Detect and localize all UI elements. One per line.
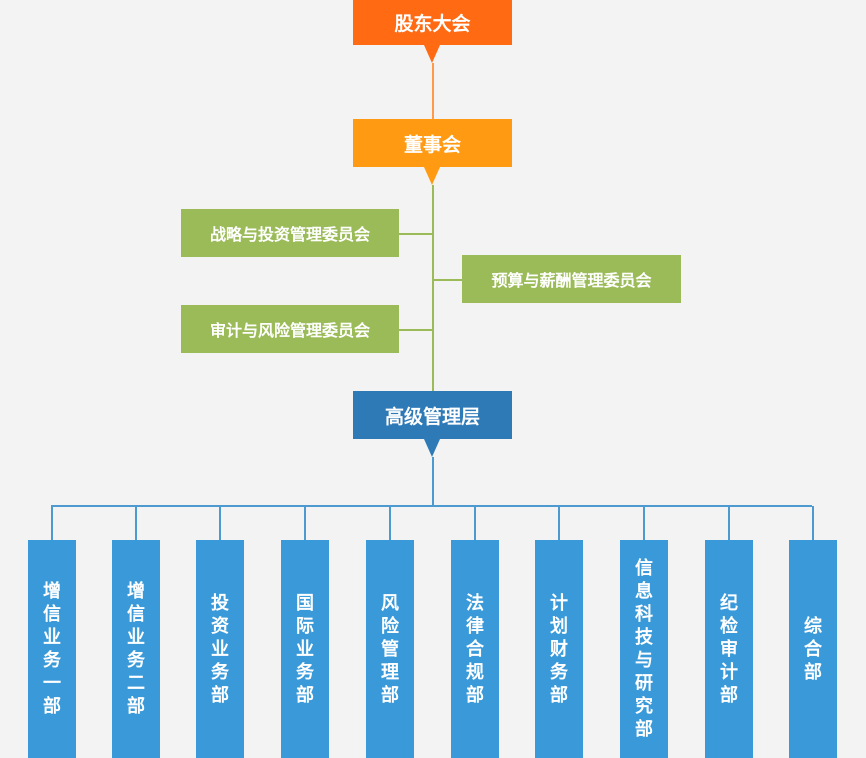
budget-committee-label: 预算与薪酬管理委员会 xyxy=(491,271,652,290)
department-bus-line xyxy=(51,505,812,507)
department-box: 增信业务二部 xyxy=(112,540,160,758)
department-connector xyxy=(558,506,560,540)
arrow-shareholders xyxy=(424,45,440,63)
department-box: 计划财务部 xyxy=(535,540,583,758)
senior-management-label: 高级管理层 xyxy=(384,405,480,428)
department-box: 投资业务部 xyxy=(196,540,244,758)
arrow-board xyxy=(424,167,440,185)
department-box: 法律合规部 xyxy=(451,540,499,758)
arrow-senior-management xyxy=(424,439,440,457)
department-box: 风险管理部 xyxy=(366,540,414,758)
department-box: 增信业务一部 xyxy=(28,540,76,758)
shareholders-meeting-box: 股东大会 xyxy=(353,0,512,45)
connector-strategy xyxy=(399,233,433,235)
department-label: 国际业务部 xyxy=(296,592,314,706)
connector-budget xyxy=(433,279,462,281)
department-label: 投资业务部 xyxy=(211,592,229,706)
department-box: 综合部 xyxy=(789,540,837,758)
department-label: 法律合规部 xyxy=(466,592,484,706)
connector-senior-down xyxy=(432,457,434,505)
connector-audit xyxy=(399,329,433,331)
department-label: 增信业务一部 xyxy=(43,581,61,717)
department-connector xyxy=(219,506,221,540)
department-connector xyxy=(474,506,476,540)
department-label: 纪检审计部 xyxy=(720,592,738,706)
department-label: 计划财务部 xyxy=(550,592,568,706)
department-box: 信息科技与研究部 xyxy=(620,540,668,758)
connector-shareholders-board xyxy=(432,63,434,119)
department-label: 综合部 xyxy=(804,615,822,683)
shareholders-meeting-label: 股东大会 xyxy=(394,13,471,35)
audit-committee-box: 审计与风险管理委员会 xyxy=(181,305,399,353)
strategy-committee-label: 战略与投资管理委员会 xyxy=(209,225,370,244)
board-of-directors-box: 董事会 xyxy=(353,119,512,167)
connector-board-senior xyxy=(432,185,434,391)
department-box: 国际业务部 xyxy=(281,540,329,758)
department-connector xyxy=(304,506,306,540)
board-label: 董事会 xyxy=(403,133,461,156)
department-label: 增信业务二部 xyxy=(127,581,145,717)
department-connector xyxy=(389,506,391,540)
department-connector xyxy=(51,506,53,540)
budget-committee-box: 预算与薪酬管理委员会 xyxy=(462,255,681,303)
strategy-committee-box: 战略与投资管理委员会 xyxy=(181,209,399,257)
department-connector xyxy=(812,506,814,540)
department-connector xyxy=(643,506,645,540)
department-connector xyxy=(135,506,137,540)
department-label: 风险管理部 xyxy=(381,592,399,706)
department-box: 纪检审计部 xyxy=(705,540,753,758)
department-connector xyxy=(728,506,730,540)
department-label: 信息科技与研究部 xyxy=(635,558,653,740)
senior-management-box: 高级管理层 xyxy=(353,391,512,439)
audit-committee-label: 审计与风险管理委员会 xyxy=(209,321,370,340)
